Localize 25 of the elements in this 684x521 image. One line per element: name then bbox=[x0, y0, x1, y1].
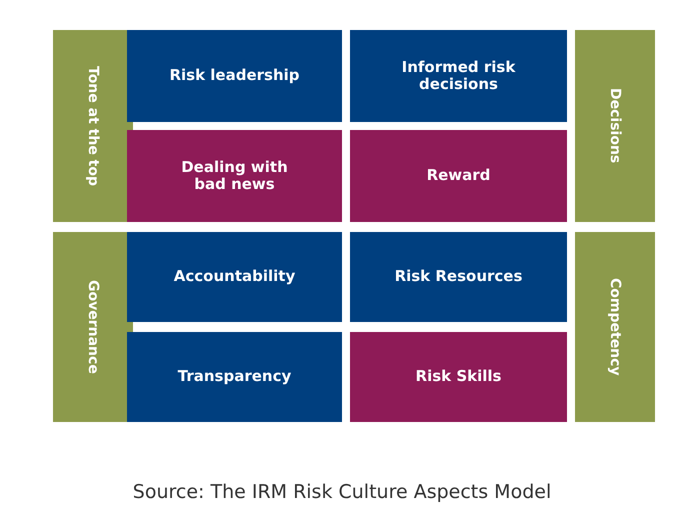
aspect-label: Dealing with bad news bbox=[180, 158, 289, 194]
aspect-box bbox=[350, 130, 567, 222]
aspect-label: Risk leadership bbox=[169, 67, 300, 85]
aspect-box bbox=[127, 332, 342, 422]
aspect-label: Decisions bbox=[606, 88, 624, 164]
aspect-box bbox=[127, 30, 342, 122]
aspect-label: Transparency bbox=[178, 368, 292, 386]
aspect-label: Reward bbox=[426, 167, 490, 185]
aspect-box bbox=[350, 332, 567, 422]
aspect-label: Tone at the top bbox=[84, 66, 102, 186]
aspect-label: Risk Resources bbox=[394, 268, 522, 286]
aspect-label: Accountability bbox=[174, 268, 296, 286]
aspect-label: Risk Skills bbox=[416, 368, 502, 386]
category-bar bbox=[575, 30, 655, 222]
aspect-box bbox=[127, 130, 342, 222]
aspect-box bbox=[350, 30, 567, 122]
category-bar bbox=[53, 30, 133, 222]
category-bar bbox=[53, 232, 133, 422]
aspect-box bbox=[127, 232, 342, 322]
caption: Source: The IRM Risk Culture Aspects Model bbox=[132, 481, 552, 503]
aspect-label: Informed risk decisions bbox=[400, 58, 516, 94]
aspect-label: Governance bbox=[84, 280, 102, 374]
aspect-box bbox=[350, 232, 567, 322]
category-bar bbox=[575, 232, 655, 422]
aspect-label: Competency bbox=[606, 278, 624, 376]
